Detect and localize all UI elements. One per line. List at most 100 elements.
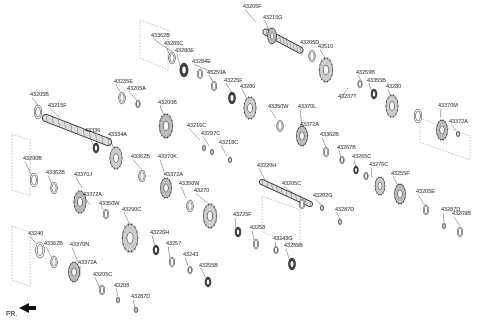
part-number-label: 43255B <box>199 263 218 269</box>
part-number-label: 43255B <box>284 243 303 249</box>
leader-line <box>132 159 143 171</box>
group-bracket <box>11 225 31 287</box>
part-number-label: 43235E <box>114 79 133 85</box>
synchro-assembly <box>295 125 309 147</box>
spacer <box>423 204 429 216</box>
leader-line <box>339 87 349 100</box>
part-number-label: 43225F <box>233 212 252 218</box>
pin <box>210 148 214 156</box>
spacer <box>211 80 217 92</box>
needle-bearing <box>204 276 212 288</box>
leader-line <box>94 277 101 289</box>
needle-bearing <box>228 91 236 105</box>
part-number-label: 43225F <box>224 78 243 84</box>
leader-line <box>152 38 173 53</box>
part-number-label: 43370N <box>70 242 89 248</box>
part-number-label: 43334A <box>108 132 127 138</box>
part-number-label: 43372A <box>83 192 102 198</box>
part-number-label: 43205A <box>127 86 146 92</box>
part-number-label: 43215G <box>263 15 283 21</box>
pin <box>202 144 206 152</box>
part-number-label: 43243 <box>183 252 198 258</box>
leader-line <box>159 159 166 176</box>
input-shaft <box>42 114 112 146</box>
thrust-washer <box>413 108 423 124</box>
bushing <box>135 99 141 109</box>
oil-seal <box>33 104 43 120</box>
part-number-label: 43240 <box>28 231 43 237</box>
needle-bearing <box>234 226 242 238</box>
part-number-label: 43297C <box>201 131 220 137</box>
leader-line <box>314 198 323 207</box>
part-number-label: 43372A <box>300 122 319 128</box>
part-number-label: 43200B <box>158 100 177 106</box>
part-number-label: 43255F <box>391 171 410 177</box>
thrust-washer <box>308 49 316 63</box>
leader-line <box>180 186 187 199</box>
overdrive-gear <box>393 183 407 205</box>
leader-line <box>269 109 277 119</box>
group-bracket <box>139 19 169 71</box>
snap-ring <box>457 226 463 238</box>
pin <box>338 218 342 226</box>
pin <box>442 222 446 230</box>
snap-ring <box>323 146 329 158</box>
part-number-label: 43290B <box>23 156 42 162</box>
leader-line <box>370 167 373 179</box>
part-number-label: 43370M <box>438 103 458 109</box>
leader-line <box>220 145 228 157</box>
needle-bearing <box>353 165 359 175</box>
spacer <box>50 181 58 195</box>
part-number-label: 43510 <box>318 44 333 50</box>
part-number-label: 43285C <box>164 41 183 47</box>
leader-line <box>202 136 210 147</box>
roller-bearing <box>288 257 296 271</box>
leader-line <box>24 161 33 177</box>
leader-line <box>392 176 399 187</box>
seal-ring <box>118 91 126 105</box>
shaft-gear <box>267 27 277 45</box>
synchro-ring <box>73 190 87 214</box>
part-number-label: 43270 <box>194 188 209 194</box>
leader-line <box>453 216 461 227</box>
part-number-label: 43202G <box>313 193 333 199</box>
part-number-label: 43218C <box>219 140 238 146</box>
part-number-label: 43205E <box>416 189 435 195</box>
part-number-label: 43205D <box>300 40 319 46</box>
leader-line <box>450 124 457 131</box>
leader-line <box>49 108 61 119</box>
roller-bearing <box>152 244 160 256</box>
part-number-label: 43257 <box>166 241 181 247</box>
leader-line <box>321 137 327 149</box>
leader-line <box>151 235 156 247</box>
part-number-label: 43265C <box>352 154 371 160</box>
snap-ring <box>138 169 146 183</box>
spacer <box>187 265 193 275</box>
part-number-label: 43287D <box>131 294 150 300</box>
part-number-label: 43362B <box>320 132 339 138</box>
part-number-label: 43362B <box>151 33 170 39</box>
leader-line <box>167 246 171 259</box>
leader-line <box>439 108 442 119</box>
reverse-gear <box>374 176 386 196</box>
needle-bearing <box>92 142 100 154</box>
group-bracket <box>419 117 471 161</box>
part-number-label: 43355B <box>367 78 386 84</box>
leader-line <box>195 193 211 206</box>
leader-line <box>417 194 426 207</box>
part-number-label: 43205C <box>93 272 112 278</box>
retainer-ring <box>29 172 39 188</box>
spring <box>228 156 232 164</box>
leader-line <box>225 83 233 94</box>
thrust-washer <box>276 119 284 133</box>
driven-gear <box>318 57 334 83</box>
front-direction-arrow: FR. <box>6 303 36 318</box>
clip <box>116 296 120 304</box>
synchro-assembly <box>67 261 81 283</box>
part-number-label: 43370L <box>298 104 316 110</box>
leader-line <box>75 177 83 189</box>
spacer <box>363 171 369 181</box>
counter-gear <box>243 96 257 120</box>
part-number-label: 43350W <box>179 181 200 187</box>
